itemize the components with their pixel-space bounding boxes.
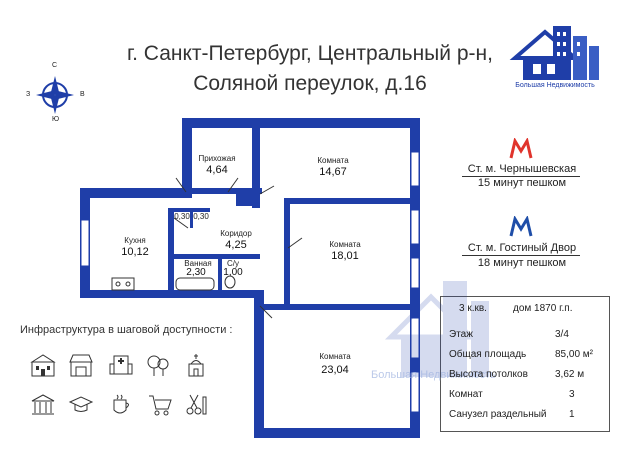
infrastructure-title: Инфраструктура в шаговой доступности :	[20, 324, 233, 336]
info-ceiling-label: Высота потолков	[449, 369, 528, 380]
logo-caption: Большая Недвижимость	[515, 82, 595, 89]
metro-icon-blue	[509, 216, 533, 237]
compass-south: Ю	[52, 116, 60, 123]
wall-bottom	[254, 428, 420, 438]
room2-label: Комната	[329, 240, 361, 249]
wall-hall-room1	[252, 128, 260, 208]
wall-room1-room2	[284, 198, 410, 204]
compass-north: С	[52, 62, 58, 69]
park-icon	[147, 355, 169, 376]
hallway-area: 4,64	[206, 164, 228, 176]
metro-walk-1: 15 минут пешком	[477, 177, 567, 189]
info-total-area-label: Общая площадь	[449, 349, 527, 360]
metro-divider-1	[462, 176, 580, 177]
info-floor-value: 3/4	[555, 329, 569, 340]
room3-area: 23,04	[321, 364, 349, 376]
info-rooms-type: 3 к.кв.	[459, 303, 487, 314]
info-build-year: дом 1870 г.п.	[513, 303, 573, 314]
wall-kitchen-top	[80, 188, 192, 198]
wall-bath-toilet	[218, 254, 222, 294]
room3-label: Комната	[319, 352, 351, 361]
room2-area: 18,01	[331, 250, 359, 262]
info-room-count-label: Комнат	[449, 389, 483, 400]
wall-top	[182, 118, 420, 128]
wall-room2-room3	[260, 304, 410, 310]
property-info-box: 3 к.кв. дом 1870 г.п. Большая Недвижимос…	[371, 281, 610, 432]
hallway-label: Прихожая	[198, 154, 236, 163]
beauty-icon	[186, 394, 207, 415]
kitchen-area: 10,12	[121, 246, 149, 258]
address-line-1: г. Санкт-Петербург, Центральный р-н,	[127, 42, 493, 65]
column	[236, 190, 252, 206]
shop-icon	[69, 354, 93, 377]
closet2-area: 0,30	[193, 212, 209, 221]
bathroom-area: 2,30	[186, 267, 206, 278]
watermark-logo-icon	[384, 281, 489, 377]
compass-east: В	[80, 91, 85, 98]
cafe-icon	[113, 394, 129, 414]
university-icon	[68, 396, 94, 412]
bank-icon	[31, 394, 55, 415]
info-room-count-value: 3	[569, 389, 575, 400]
compass: С Ю З В	[26, 62, 86, 126]
metro-icon-red	[509, 138, 533, 159]
wall-closet-divider	[190, 208, 193, 228]
info-total-area-value: 85,00 м²	[555, 349, 594, 360]
house-logo-icon	[509, 26, 599, 80]
info-floor-label: Этаж	[449, 329, 473, 340]
metro-walk-2: 18 минут пешком	[477, 257, 567, 269]
wall-kitchen-right	[168, 208, 174, 290]
wall-left-upper	[182, 118, 192, 193]
wall-kitchen-bottom	[80, 290, 260, 298]
floor-plan	[80, 118, 420, 438]
supermarket-icon	[149, 395, 172, 416]
bathroom-label: Ванная	[184, 259, 212, 268]
info-bathroom-value: 1	[569, 409, 575, 420]
logo: Большая Недвижимость	[505, 20, 605, 92]
kitchen-label: Кухня	[124, 236, 146, 245]
wall-hall-bottom	[182, 188, 262, 194]
wall-corridor-room2	[284, 198, 290, 308]
room1-area: 14,67	[319, 166, 347, 178]
corridor-label: Коридор	[220, 229, 252, 238]
metro-station-1: Ст. м. Чернышевская	[467, 163, 577, 175]
address-line-2: Соляной переулок, д.16	[193, 72, 427, 95]
church-icon	[188, 354, 204, 377]
wall-bath-top	[170, 254, 260, 259]
corridor-area: 4,25	[225, 239, 247, 251]
closet1-area: 0,30	[174, 212, 190, 221]
compass-west: З	[26, 91, 31, 98]
metro-station-2: Ст. м. Гостиный Двор	[467, 242, 577, 254]
metro-divider-2	[462, 255, 580, 256]
school-icon	[30, 354, 56, 377]
info-bathroom-label: Санузел раздельный	[449, 409, 547, 420]
toilet-label: С/у	[227, 259, 239, 268]
room1-label: Комната	[317, 156, 349, 165]
wall-room3-left	[254, 290, 264, 438]
compass-rose-icon	[36, 76, 74, 114]
hospital-icon	[109, 355, 133, 375]
info-ceiling-value: 3,62 м	[555, 369, 585, 380]
toilet-area: 1,00	[223, 267, 243, 278]
info-watermark-text: Большая Недвижимость	[371, 369, 496, 381]
